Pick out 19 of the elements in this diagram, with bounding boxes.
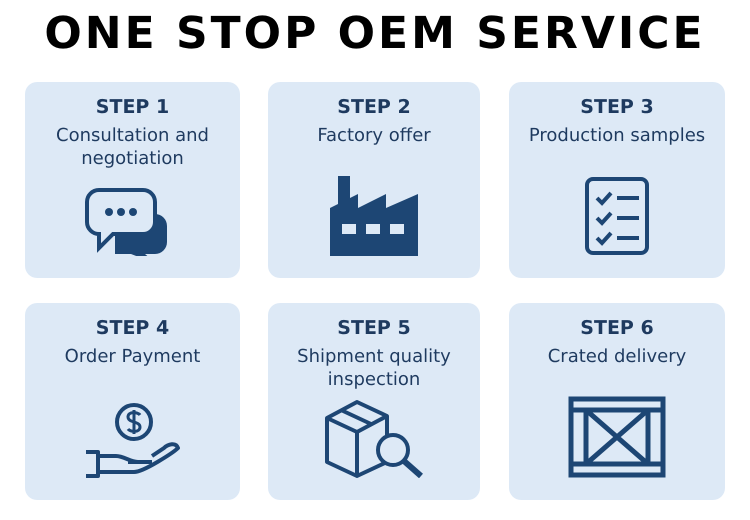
step-number: STEP 5 [336, 317, 412, 339]
step-description: Shipment quality inspection [296, 345, 452, 391]
step-number: STEP 2 [336, 96, 412, 118]
step-description: Order Payment [64, 345, 202, 368]
title: ONE STOP OEM SERVICE [43, 8, 707, 59]
step-number: STEP 6 [579, 317, 655, 339]
step-card [25, 82, 240, 278]
step-description: Crated delivery [546, 345, 688, 368]
step-number: STEP 1 [94, 96, 170, 118]
step-card [268, 303, 480, 500]
step-card [509, 82, 725, 278]
step-number: STEP 3 [579, 96, 655, 118]
step-card [509, 303, 725, 500]
step-number: STEP 4 [94, 317, 170, 339]
step-description: Factory offer [316, 124, 432, 147]
step-card [25, 303, 240, 500]
step-description: Production samples [528, 124, 706, 147]
step-card [268, 82, 480, 278]
step-description: Consultation and negotiation [55, 124, 210, 170]
